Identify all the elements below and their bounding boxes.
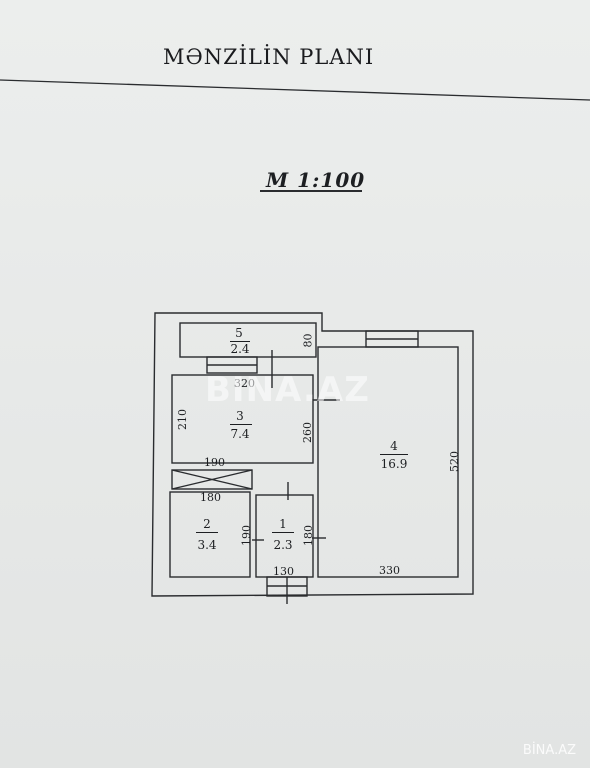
dim-190-top: 190 <box>204 456 225 469</box>
watermark-corner: BİNA.AZ <box>522 743 576 758</box>
dim-80: 80 <box>301 333 315 348</box>
dim-130: 130 <box>273 565 294 578</box>
dim-260: 260 <box>301 422 314 443</box>
dim-180-side: 180 <box>302 525 315 546</box>
header-rule <box>0 79 590 101</box>
watermark-center: BINA.AZ <box>205 370 370 410</box>
room-5-divider <box>230 341 250 342</box>
outer-wall <box>151 312 474 597</box>
dim-320: 320 <box>234 377 255 390</box>
room-3-area: 7.4 <box>230 427 250 441</box>
dim-180-top: 180 <box>200 491 221 504</box>
ventilation-duct <box>171 469 253 490</box>
room-1-area: 2.3 <box>273 538 293 552</box>
dim-330: 330 <box>379 564 400 577</box>
room-1-number: 1 <box>279 517 287 531</box>
room-5-number: 5 <box>235 326 243 340</box>
room-3-divider <box>230 424 252 425</box>
room-4-divider <box>380 454 408 455</box>
room-5-area: 2.4 <box>230 342 250 356</box>
room-4-area: 16.9 <box>380 457 408 471</box>
room-4-number: 4 <box>390 439 398 453</box>
dim-190-side: 190 <box>240 525 253 546</box>
plan-title: MƏNZİLİN PLANI <box>163 45 375 69</box>
room-3-number: 3 <box>236 409 244 423</box>
room-3-outline <box>171 374 314 464</box>
dim-520: 520 <box>448 451 461 472</box>
room-1-divider <box>272 532 294 533</box>
scale-label: M 1:100 <box>266 168 366 192</box>
room-2-area: 3.4 <box>197 538 217 552</box>
scale-underline <box>260 190 362 192</box>
dim-210: 210 <box>176 409 189 430</box>
room-2-outline <box>169 491 251 578</box>
room-2-number: 2 <box>203 517 211 531</box>
room-2-divider <box>196 532 218 533</box>
